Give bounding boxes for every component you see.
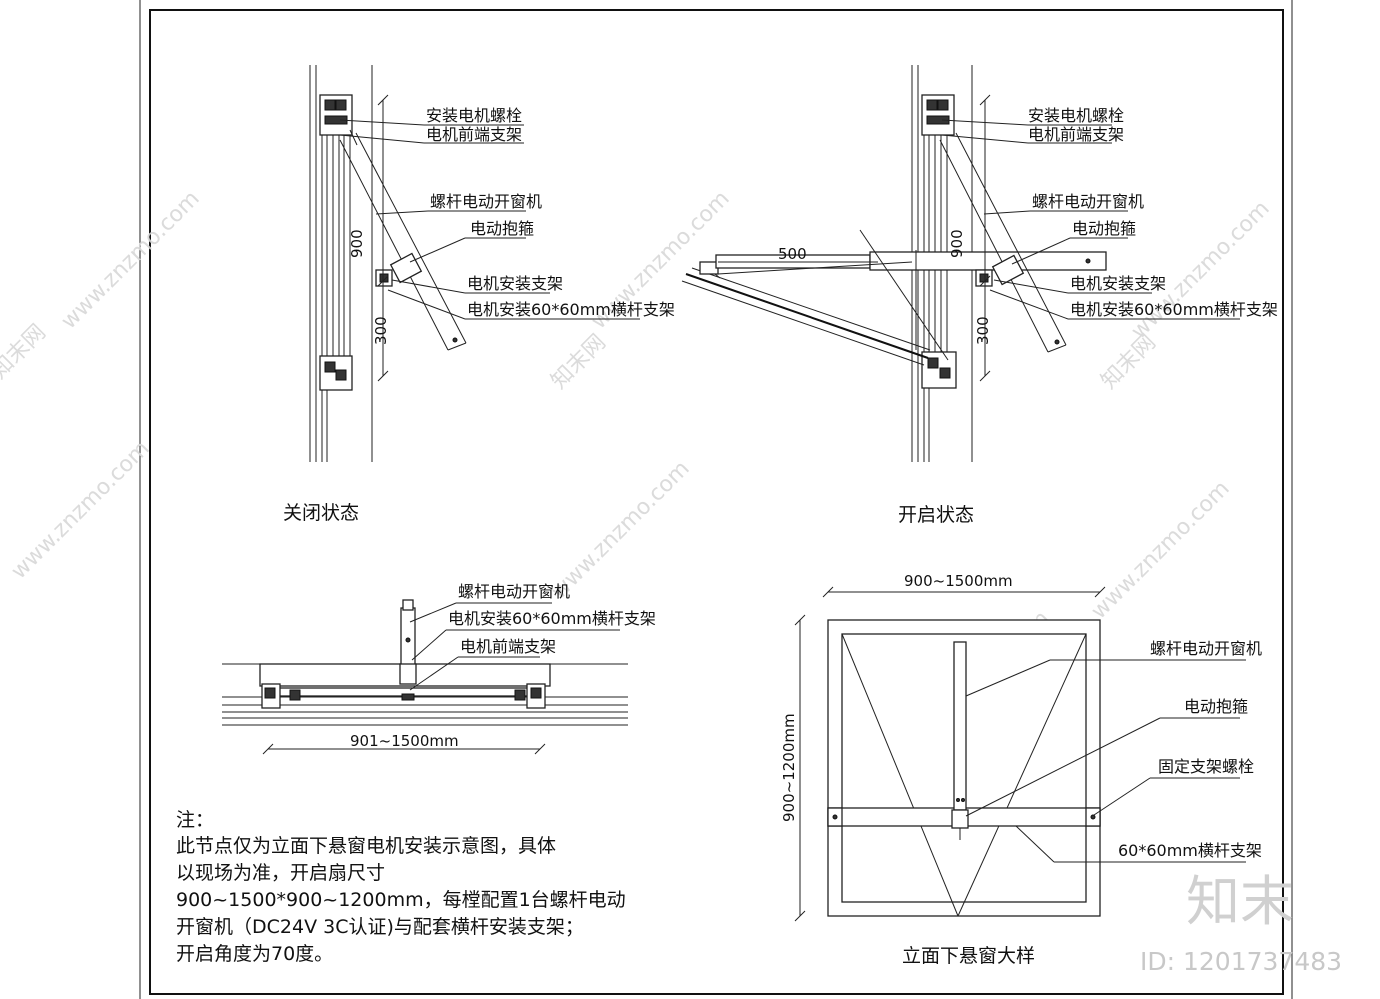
closed-dim-300: 300 (372, 316, 390, 345)
open-label-motor-bracket: 电机安装支架 (1070, 274, 1166, 293)
closed-frame (309, 65, 373, 462)
open-dim-500: 500 (778, 245, 807, 263)
closed-label-motor-bracket: 电机安装支架 (467, 274, 563, 293)
open-dim-900: 900 (948, 229, 966, 258)
closed-dim-900: 900 (348, 229, 366, 258)
svg-text:www.znzmo.com: www.znzmo.com (57, 186, 205, 334)
plan-label-front-bracket: 电机前端支架 (460, 637, 556, 656)
sheet-border (139, 0, 1293, 999)
watermark-id: ID: 1201737483 (1140, 947, 1342, 976)
elevation-label-screw-opener: 螺杆电动开窗机 (1150, 639, 1262, 658)
notes-block: 注： 此节点仅为立面下悬窗电机安装示意图，具体 以现场为准，开启扇尺寸 900~… (176, 809, 626, 965)
closed-leaders (339, 119, 640, 320)
closed-label-crossbar-bracket: 电机安装60*60mm横杆支架 (467, 300, 675, 319)
brand-watermark: 知末 ID: 1201737483 (1140, 870, 1342, 976)
notes-line-4: 开窗机（DC24V 3C认证)与配套横杆安装支架； (176, 916, 584, 938)
open-dimensions: 500 900 300 (718, 94, 992, 382)
svg-text:www.znzmo.com: www.znzmo.com (1127, 196, 1275, 344)
elevation-width-dim: 900~1500mm (904, 572, 1013, 590)
svg-text:知末网: 知末网 (547, 330, 611, 394)
closed-label-motor-bolt: 安装电机螺栓 (426, 106, 522, 125)
elevation-label-clamp: 电动抱箍 (1184, 697, 1248, 716)
open-actuator (715, 132, 1107, 361)
closed-dimensions: 900 300 (348, 94, 390, 382)
open-leaders (941, 119, 1240, 320)
closed-label-front-bracket: 电机前端支架 (426, 125, 522, 144)
open-label-crossbar-bracket: 电机安装60*60mm横杆支架 (1070, 300, 1278, 319)
notes-line-3: 900~1500*900~1200mm，每樘配置1台螺杆电动 (176, 889, 626, 911)
svg-text:知末网: 知末网 (0, 320, 51, 384)
closed-state-view: 900 300 安装电机螺栓 电机前端支架 螺杆电动开窗机 电动抱箍 电机安装支… (283, 65, 675, 524)
plan-view: 901~1500mm 螺杆电动开窗机 电机安装60*60mm横杆支架 电机前端支… (222, 582, 656, 755)
elevation-height-dim: 900~1200mm (780, 713, 798, 822)
svg-text:www.znzmo.com: www.znzmo.com (7, 436, 155, 584)
svg-text:知末网: 知末网 (1097, 330, 1161, 394)
elevation-label-bolt: 固定支架螺栓 (1158, 757, 1254, 776)
notes-line-1: 此节点仅为立面下悬窗电机安装示意图，具体 (176, 835, 556, 857)
svg-text:www.znzmo.com: www.znzmo.com (1087, 476, 1235, 624)
elevation-caption: 立面下悬窗大样 (902, 945, 1035, 967)
plan-label-crossbar-bracket: 电机安装60*60mm横杆支架 (448, 609, 656, 628)
closed-caption: 关闭状态 (283, 502, 359, 524)
notes-line-5: 开启角度为70度。 (176, 943, 333, 965)
open-label-front-bracket: 电机前端支架 (1028, 125, 1124, 144)
elevation-view: 900~1500mm 900~1200mm 螺杆电动开窗机 电动抱箍 固定支架螺… (780, 572, 1262, 967)
elevation-label-crossbar: 60*60mm横杆支架 (1118, 841, 1262, 860)
open-label-screw-opener: 螺杆电动开窗机 (1032, 192, 1144, 211)
plan-label-screw-opener: 螺杆电动开窗机 (458, 582, 570, 601)
notes-title: 注： (176, 809, 214, 831)
notes-line-2: 以现场为准，开启扇尺寸 (176, 862, 385, 884)
open-dim-300: 300 (974, 316, 992, 345)
closed-label-clamp: 电动抱箍 (470, 219, 534, 238)
open-caption: 开启状态 (898, 504, 974, 526)
open-label-motor-bolt: 安装电机螺栓 (1028, 106, 1124, 125)
open-state-view: 500 900 300 安装电机螺栓 电机前端支架 螺杆电动开窗机 电动抱箍 电… (681, 65, 1278, 526)
plan-dim: 901~1500mm (350, 732, 459, 750)
open-sash (681, 261, 931, 366)
open-label-clamp: 电动抱箍 (1072, 219, 1136, 238)
watermark-logo: 知末 (1186, 870, 1294, 933)
closed-label-screw-opener: 螺杆电动开窗机 (430, 192, 542, 211)
